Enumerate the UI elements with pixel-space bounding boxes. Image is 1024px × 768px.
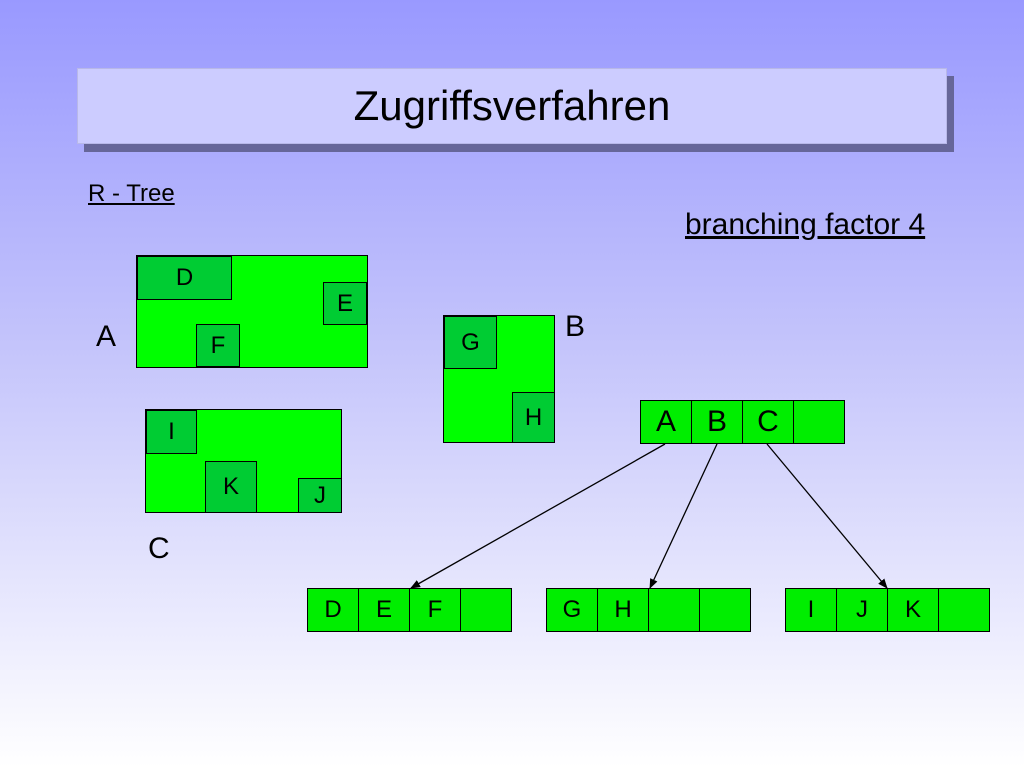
region-a-label: A xyxy=(96,320,117,353)
subtitle-branching-factor: branching factor 4 xyxy=(685,208,926,241)
leaf-entry-empty xyxy=(939,589,989,631)
slide-title-text: Zugriffsverfahren xyxy=(353,82,671,129)
leaf-entry-g: G xyxy=(547,589,598,631)
leaf-entry-empty xyxy=(461,589,511,631)
leaf-entry-d: D xyxy=(308,589,359,631)
subregion-f: F xyxy=(196,324,240,367)
region-b: G H xyxy=(443,315,555,443)
root-entry-b: B xyxy=(692,401,743,443)
subregion-d: D xyxy=(137,256,232,300)
leaf-entry-j: J xyxy=(837,589,888,631)
root-entry-a: A xyxy=(641,401,692,443)
tree-root-node: A B C xyxy=(640,400,845,444)
region-a: D E F xyxy=(136,255,368,368)
subregion-h: H xyxy=(512,392,555,443)
root-entry-empty xyxy=(794,401,844,443)
edge-c-to-ijk xyxy=(766,443,888,589)
subregion-j: J xyxy=(298,478,342,513)
subtitle-r-tree: R - Tree xyxy=(88,180,175,207)
leaf-entry-e: E xyxy=(359,589,410,631)
region-c-label: C xyxy=(148,532,170,565)
leaf-entry-k: K xyxy=(888,589,939,631)
subregion-g: G xyxy=(444,316,497,369)
subregion-k: K xyxy=(205,461,257,513)
leaf-node-ijk: I J K xyxy=(785,588,990,632)
edge-b-to-gh xyxy=(649,443,718,589)
leaf-node-gh: G H xyxy=(546,588,751,632)
leaf-entry-empty xyxy=(700,589,750,631)
leaf-node-def: D E F xyxy=(307,588,512,632)
leaf-entry-empty xyxy=(649,589,700,631)
subregion-e: E xyxy=(323,282,367,325)
subregion-i: I xyxy=(146,410,197,454)
region-c: I K J xyxy=(145,409,342,513)
edge-a-to-def xyxy=(410,443,666,589)
leaf-entry-i: I xyxy=(786,589,837,631)
region-b-label: B xyxy=(565,310,586,343)
slide-title: Zugriffsverfahren xyxy=(77,68,947,144)
leaf-entry-h: H xyxy=(598,589,649,631)
root-entry-c: C xyxy=(743,401,794,443)
leaf-entry-f: F xyxy=(410,589,461,631)
